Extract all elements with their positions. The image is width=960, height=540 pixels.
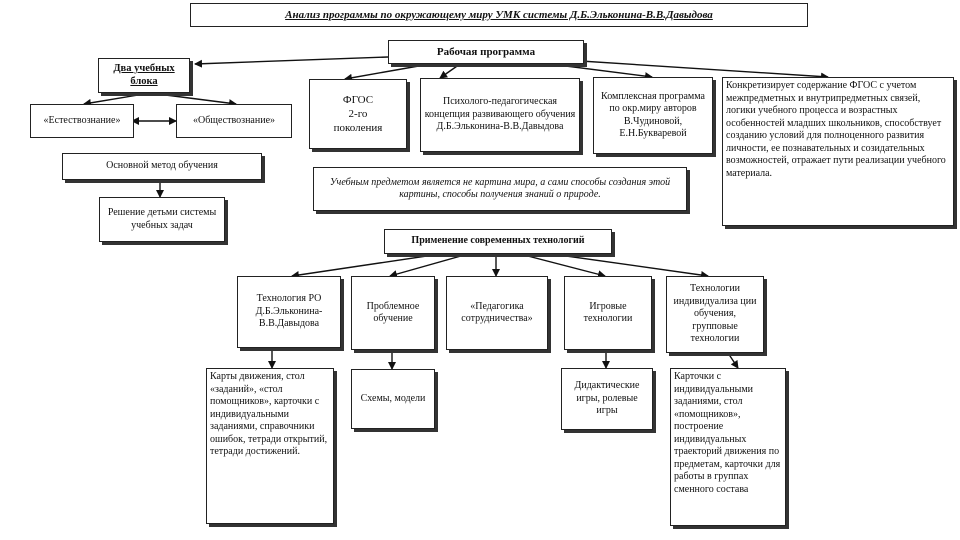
arrow-to-tech-game — [519, 253, 606, 279]
task-solving-box: Решение детьми системы учебных задач — [99, 197, 225, 242]
tech-game-box: Игровые технологии — [564, 276, 652, 350]
arrow-to-detail-individual — [727, 352, 739, 369]
arrow-to-natural — [83, 92, 151, 107]
main-method-box: Основной метод обучения — [62, 153, 262, 180]
fgos-box: ФГОС 2-го поколения — [309, 79, 407, 149]
subject-note-box: Учебным предметом является не картина ми… — [313, 167, 687, 211]
concretizes-box: Конкретизирует содержание ФГОС с учетом … — [722, 77, 954, 226]
natural-science-box: «Естествознание» — [30, 104, 134, 138]
arrow-to-tech-problem — [389, 253, 469, 278]
complex-program-box: Комплексная программа по окр.миру авторо… — [593, 77, 713, 154]
arrow-to-tech-individual — [551, 253, 709, 279]
tech-cooperation-box: «Педагогика сотрудничества» — [446, 276, 548, 350]
detail-ro-box: Карты движения, стол «заданий», «стол по… — [206, 368, 334, 524]
arrow-to-social — [149, 92, 237, 108]
concept-box: Психолого-педагогическая концепция разви… — [420, 78, 580, 152]
arrow-to-two-blocks — [194, 56, 389, 68]
modern-tech-box: Применение современных технологий — [384, 229, 612, 254]
arrow-to-concretizes — [564, 59, 829, 81]
arrow-to-fgos — [344, 63, 431, 82]
two-blocks-box: Два учебных блока — [98, 58, 190, 93]
social-science-box: «Обществознание» — [176, 104, 292, 138]
page-title: Анализ программы по окружающему миру УМК… — [190, 3, 808, 27]
detail-game-box: Дидактические игры, ролевые игры — [561, 368, 653, 430]
tech-individual-box: Технологии индивидуализа ции обучения, г… — [666, 276, 764, 353]
detail-individual-box: Карточки с индивидуальными заданиями, ст… — [670, 368, 786, 526]
tech-problem-box: Проблемное обучение — [351, 276, 435, 350]
detail-problem-box: Схемы, модели — [351, 369, 435, 429]
work-program-box: Рабочая программа — [388, 40, 584, 64]
arrow-to-concept — [439, 63, 461, 79]
arrow-to-tech-ro — [291, 253, 441, 279]
arrow-to-complex — [549, 63, 653, 81]
tech-ro-box: Технология РО Д.Б.Эльконина-В.В.Давыдова — [237, 276, 341, 348]
